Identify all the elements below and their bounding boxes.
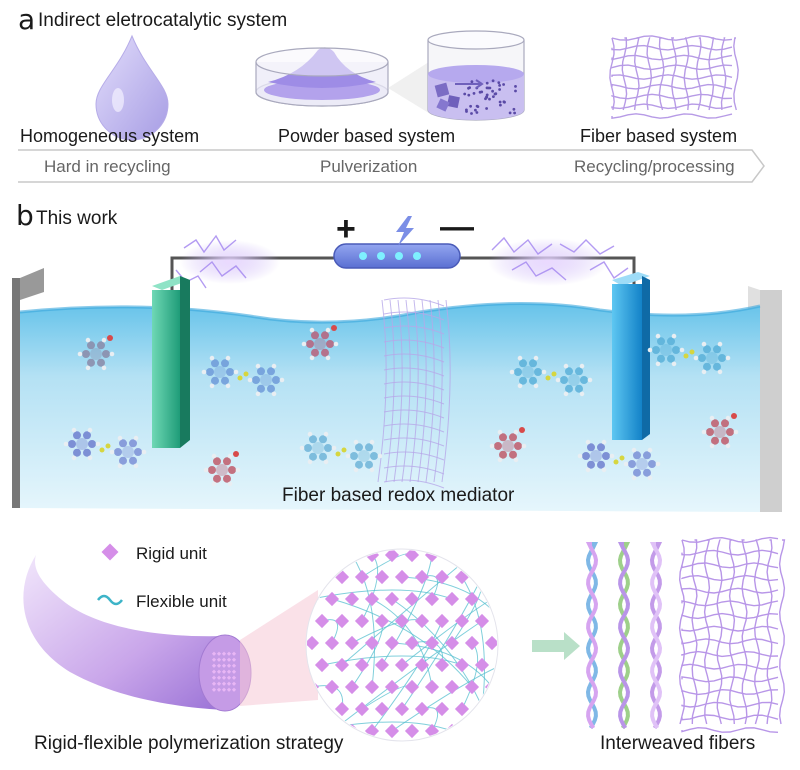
fiber-strand (23, 555, 226, 710)
mediator-label: Fiber based redox mediator (282, 485, 515, 506)
petri-dish-icon (255, 47, 389, 107)
system-label-powder: Powder based system (278, 126, 456, 146)
lightning-icon (396, 216, 414, 246)
twisted-fibers (585, 542, 663, 729)
minus-icon: — (440, 208, 474, 246)
electric-sparks (175, 234, 629, 289)
zoom-cone (240, 590, 318, 706)
panel-a-title: Indirect eletrocatalytic system (38, 10, 288, 31)
arrow-label-pulverization: Pulverization (320, 157, 418, 176)
mediator-molecules (63, 325, 739, 487)
powder-particles (463, 79, 517, 115)
tank-wall-right (760, 290, 782, 512)
rigid-unit-icon (101, 543, 119, 561)
spark-glow-right (488, 238, 608, 286)
fibers-label: Interweaved fibers (600, 733, 756, 754)
water-body (20, 303, 760, 512)
droplet-highlight (112, 88, 124, 112)
system-label-homogeneous: Homogeneous system (20, 126, 200, 146)
electrode-right (612, 272, 650, 440)
arrow-label-recycling-hard: Hard in recycling (44, 157, 171, 176)
battery (333, 243, 461, 269)
water-drop-icon (95, 34, 169, 141)
flexible-unit-icon (97, 594, 123, 606)
arrow-label-recycling-processing: Recycling/processing (574, 157, 735, 176)
fiber-mesh-redox-mediator (377, 297, 451, 489)
strategy-label: Rigid-flexible polymerization strategy (34, 733, 344, 754)
electrode-left (152, 276, 190, 448)
legend-flexible-label: Flexible unit (136, 592, 227, 611)
process-arrow (532, 632, 580, 660)
legend-rigid-label: Rigid unit (136, 544, 207, 563)
plus-icon: + (336, 210, 356, 248)
panel-b-letter: b (16, 199, 34, 232)
interweaved-fabric (678, 536, 786, 733)
fiber-mesh-icon (609, 35, 739, 120)
tank-wall-left (12, 278, 20, 508)
beaker-icon (427, 30, 525, 121)
panel-a-letter: a (18, 3, 36, 36)
zoom-wedge (388, 60, 432, 115)
progress-arrow (18, 149, 765, 183)
panel-b-title: This work (36, 208, 118, 229)
system-label-fiber: Fiber based system (580, 126, 738, 146)
